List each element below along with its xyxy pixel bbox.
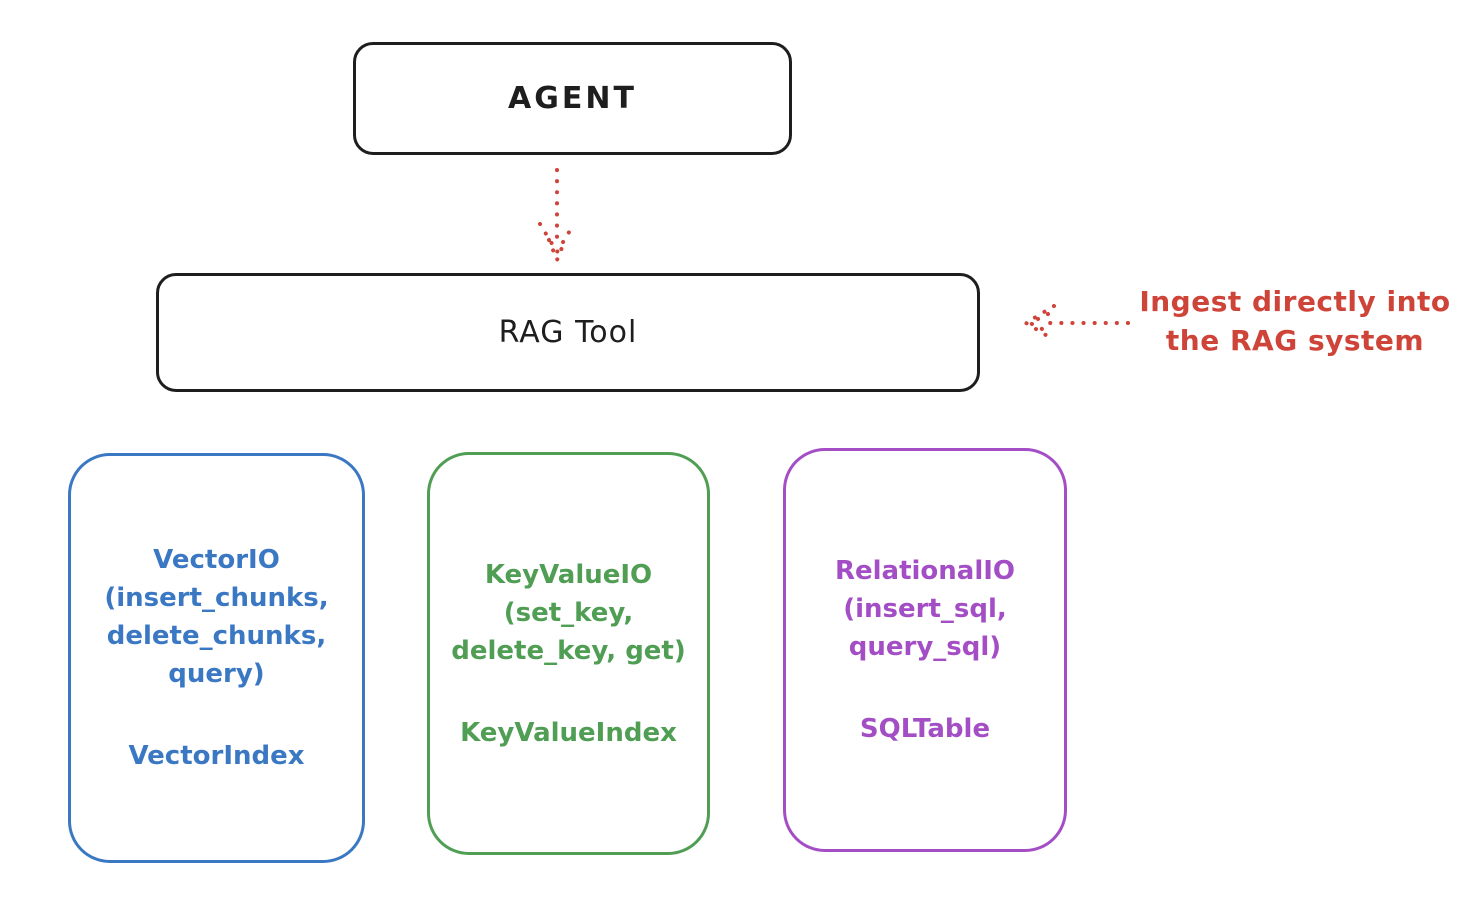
agent-label: AGENT — [508, 81, 637, 116]
vector-io-label: VectorIO (insert_chunks, delete_chunks, … — [104, 545, 329, 689]
agent-to-rag-tool-arrow — [538, 168, 576, 262]
relational-io-box: RelationalIO (insert_sql, query_sql) SQL… — [783, 448, 1067, 852]
rag-tool-label: RAG Tool — [498, 315, 638, 350]
agent-box: AGENT — [353, 42, 792, 155]
key-value-io-label: KeyValueIO (set_key, delete_key, get) — [451, 559, 686, 666]
vector-index-label: VectorIndex — [128, 741, 305, 771]
ingest-annotation-text: Ingest directly into the RAG system — [1139, 285, 1451, 357]
relational-io-label: RelationalIO (insert_sql, query_sql) — [834, 556, 1016, 662]
key-value-index-label: KeyValueIndex — [460, 717, 677, 748]
key-value-io-box: KeyValueIO (set_key, delete_key, get) Ke… — [427, 452, 710, 855]
rag-tool-box: RAG Tool — [156, 273, 980, 392]
ingest-annotation-arrow — [1024, 304, 1130, 342]
sql-table-label: SQLTable — [859, 714, 991, 744]
vector-io-box: VectorIO (insert_chunks, delete_chunks, … — [68, 453, 365, 863]
